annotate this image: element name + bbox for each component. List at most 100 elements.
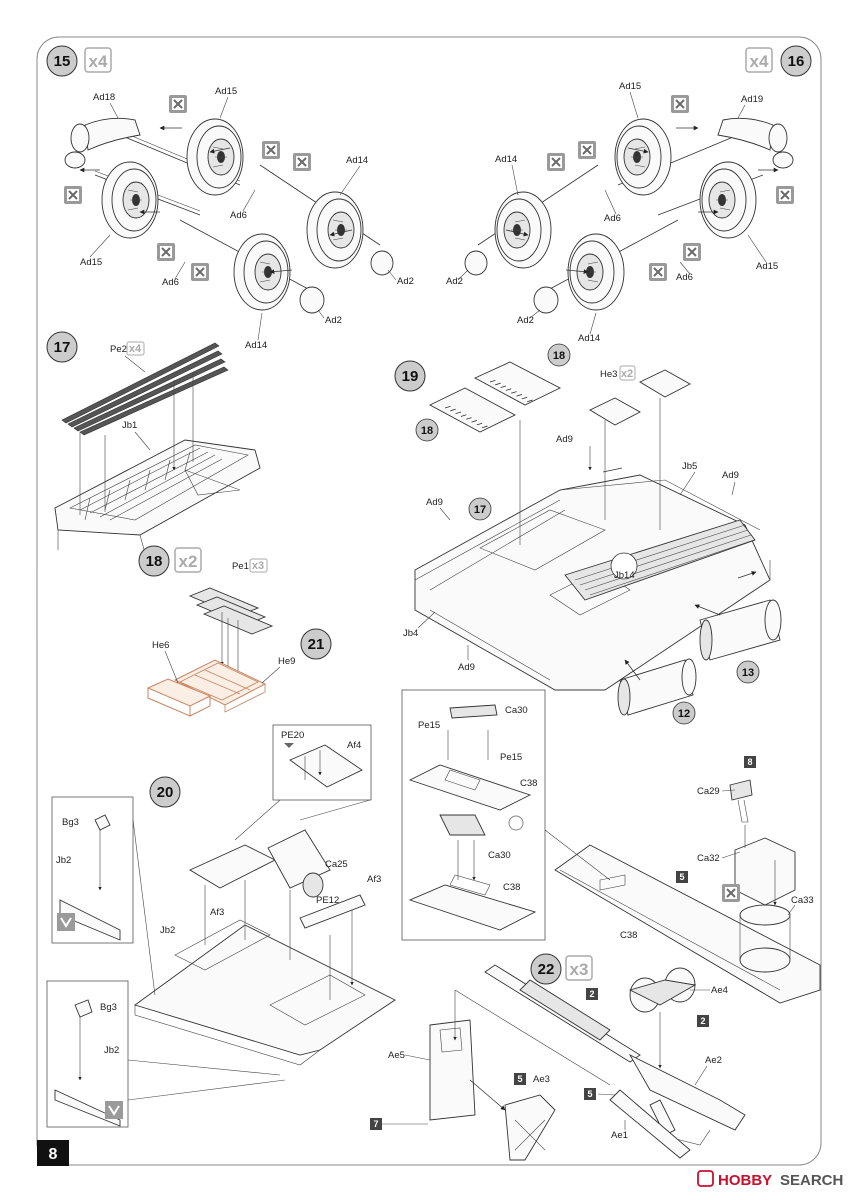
step-18-badge bbox=[138, 545, 170, 577]
step-17: 17 Pe2 x4 Jb1 bbox=[46, 331, 261, 554]
label-ad15: Ad15 bbox=[619, 81, 641, 92]
label-ad2: Ad2 bbox=[517, 315, 534, 326]
step-19-badge bbox=[394, 360, 426, 392]
page-number: 8 bbox=[37, 1140, 69, 1166]
label-ad15: Ad15 bbox=[80, 257, 102, 268]
label-c38: C38 bbox=[520, 778, 537, 789]
step-18: 18 x2 Pe1 x3 He6 He9 bbox=[138, 545, 295, 717]
ref-18-top: 18 bbox=[553, 350, 565, 362]
label-ad9: Ad9 bbox=[556, 434, 573, 445]
label-ca25: Ca25 bbox=[325, 859, 348, 870]
page-number-text: 8 bbox=[49, 1146, 58, 1163]
label-ad9: Ad9 bbox=[426, 497, 443, 508]
ref-12: 12 bbox=[678, 708, 690, 720]
step-20-number: 20 bbox=[157, 784, 174, 801]
label-pe2: Pe2 bbox=[110, 344, 127, 355]
label-c38: C38 bbox=[620, 930, 637, 941]
label-bg3: Bg3 bbox=[62, 817, 79, 828]
label-ad18: Ad18 bbox=[93, 92, 115, 103]
step-22: 22 x3 2 2 7 5 5 Ae4 Ae2 bbox=[370, 953, 746, 1161]
label-ca32: Ca32 bbox=[697, 853, 720, 864]
color-code-2: 2 bbox=[589, 989, 594, 999]
step-22-badge bbox=[530, 953, 562, 985]
step-22-number: 22 bbox=[538, 961, 555, 978]
label-ca29: Ca29 bbox=[697, 786, 720, 797]
step-15-number: 15 bbox=[54, 53, 71, 70]
label-ad14: Ad14 bbox=[245, 340, 267, 351]
watermark: HOBBY SEARCH bbox=[697, 1170, 843, 1189]
label-pe1-multiplier: x3 bbox=[252, 560, 264, 572]
step-21-parts: Ca30 Pe15 Pe15 C38 Ca30 C38 8 5 Ca29 Ca3… bbox=[401, 689, 821, 1004]
step-15-badge bbox=[46, 45, 78, 77]
color-code-5: 5 bbox=[679, 872, 684, 882]
label-ae2: Ae2 bbox=[705, 1055, 722, 1066]
ref-17: 17 bbox=[474, 504, 486, 516]
label-ca33: Ca33 bbox=[791, 895, 814, 906]
label-ad2: Ad2 bbox=[446, 276, 463, 287]
step-17-badge bbox=[46, 331, 78, 363]
label-he3: He3 bbox=[600, 369, 617, 380]
label-pe15: Pe15 bbox=[418, 720, 440, 731]
label-ad9: Ad9 bbox=[458, 662, 475, 673]
ref-18-left: 18 bbox=[421, 425, 433, 437]
color-code-8: 8 bbox=[747, 757, 752, 767]
label-he3-multiplier: x2 bbox=[621, 368, 633, 380]
step-15: 15 x4 Ad18 Ad15 Ad14 Ad6 Ad15 bbox=[46, 45, 414, 351]
step-21-number: 21 bbox=[308, 636, 325, 653]
label-he9: He9 bbox=[278, 656, 295, 667]
step-18-multiplier: x2 bbox=[179, 552, 198, 571]
color-code-2: 2 bbox=[700, 1016, 705, 1026]
watermark-brand-grey: SEARCH bbox=[780, 1172, 843, 1189]
label-ad6: Ad6 bbox=[604, 213, 621, 224]
label-pe12: PE12 bbox=[316, 895, 339, 906]
label-ad6: Ad6 bbox=[676, 272, 693, 283]
label-ad6: Ad6 bbox=[162, 277, 179, 288]
label-af3: Af3 bbox=[367, 874, 381, 885]
step-19: 19 18 18 He3 x2 17 13 bbox=[394, 343, 782, 725]
step-18-number: 18 bbox=[146, 553, 163, 570]
label-ad14: Ad14 bbox=[578, 333, 600, 344]
step-22-multiplier: x3 bbox=[570, 960, 589, 979]
step-15-multiplier: x4 bbox=[89, 52, 108, 71]
label-jb5: Jb5 bbox=[682, 461, 697, 472]
label-jb1: Jb1 bbox=[122, 420, 137, 431]
step-16-number: 16 bbox=[788, 53, 805, 70]
label-pe15: Pe15 bbox=[500, 752, 522, 763]
label-jb4: Jb4 bbox=[403, 628, 418, 639]
label-pe1: Pe1 bbox=[232, 561, 249, 572]
label-ad6: Ad6 bbox=[230, 210, 247, 221]
label-af4: Af4 bbox=[347, 740, 361, 751]
label-he6: He6 bbox=[152, 640, 169, 651]
label-ad19: Ad19 bbox=[741, 94, 763, 105]
label-ad2: Ad2 bbox=[325, 315, 342, 326]
watermark-brand-red: HOBBY bbox=[718, 1172, 772, 1189]
label-ae3: Ae3 bbox=[533, 1074, 550, 1085]
color-code-5: 5 bbox=[587, 1089, 592, 1099]
label-ae5: Ae5 bbox=[388, 1050, 405, 1061]
step-20-badge bbox=[149, 776, 181, 808]
label-ca30: Ca30 bbox=[488, 850, 511, 861]
label-ae4: Ae4 bbox=[711, 985, 728, 996]
step-16: 16 x4 Ad15 Ad19 Ad14 Ad6 Ad6 Ad15 Ad2 Ad… bbox=[446, 45, 812, 344]
step-21-badge bbox=[300, 628, 332, 660]
label-c38: C38 bbox=[503, 882, 520, 893]
step-20: 20 PE20 Af4 Ca25 Af3 PE12 Af3 Bg bbox=[46, 724, 396, 1128]
step-16-multiplier: x4 bbox=[750, 52, 769, 71]
label-ad14: Ad14 bbox=[346, 155, 368, 166]
label-jb2: Jb2 bbox=[104, 1045, 119, 1056]
label-jb2: Jb2 bbox=[56, 855, 71, 866]
watermark-logo-icon bbox=[697, 1170, 714, 1187]
step-19-number: 19 bbox=[402, 368, 419, 385]
label-ad15: Ad15 bbox=[756, 261, 778, 272]
ref-13: 13 bbox=[742, 667, 754, 679]
label-ca30: Ca30 bbox=[505, 705, 528, 716]
label-ad15: Ad15 bbox=[215, 86, 237, 97]
step-17-number: 17 bbox=[54, 339, 71, 356]
label-af3: Af3 bbox=[210, 907, 224, 918]
step-16-badge bbox=[780, 45, 812, 77]
label-ad14: Ad14 bbox=[495, 154, 517, 165]
label-pe2-multiplier: x4 bbox=[129, 343, 142, 355]
label-jb14: Jb14 bbox=[614, 570, 635, 581]
label-jb2: Jb2 bbox=[160, 925, 175, 936]
